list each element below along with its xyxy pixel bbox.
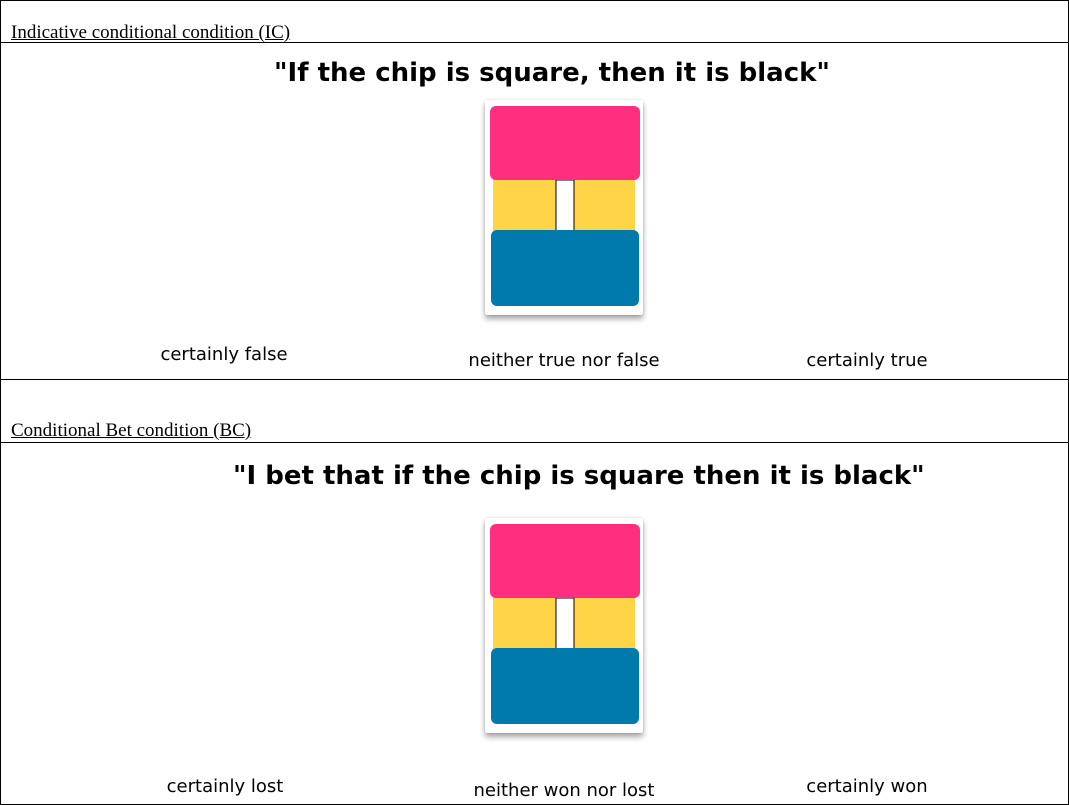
statement-ic: "If the chip is square, then it is black… [1, 60, 1069, 86]
chip-illustration-bc [485, 518, 643, 733]
scale-right-bc: certainly won [806, 778, 927, 796]
scale-left-bc: certainly lost [167, 778, 284, 796]
scale-right-ic: certainly true [806, 352, 927, 370]
scale-middle-bc: neither won nor lost [473, 782, 654, 800]
statement-bc: "I bet that if the chip is square then i… [1, 463, 1069, 489]
divider [1, 442, 1069, 443]
condition-label-bc: Conditional Bet condition (BC) [11, 421, 251, 440]
divider [1, 379, 1069, 380]
scale-left-ic: certainly false [160, 346, 287, 364]
scale-middle-ic: neither true nor false [468, 352, 659, 370]
condition-label-ic: Indicative conditional condition (IC) [11, 23, 290, 42]
chip-illustration-ic [485, 100, 643, 315]
divider [1, 42, 1069, 43]
